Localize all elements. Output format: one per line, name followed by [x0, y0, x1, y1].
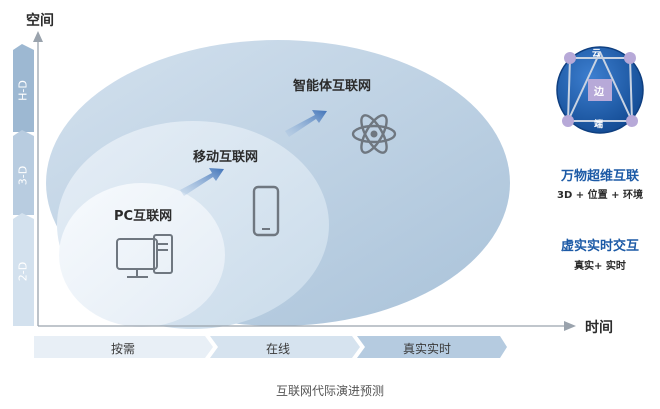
era-label-agent-internet: 智能体互联网 [293, 79, 372, 94]
atom-icon [351, 114, 397, 154]
era-label-pc-internet: PC互联网 [114, 209, 173, 224]
x-axis [38, 321, 576, 331]
x-stage-bands [34, 336, 507, 358]
side-subtitle-realtime-interaction: 真实+ 实时 [574, 261, 626, 272]
device-label: 端 [594, 120, 604, 130]
side-title-realtime-interaction: 虚实实时交互 [560, 239, 639, 254]
cloud-label: 云 [592, 49, 602, 59]
x-stage-online: 在线 [265, 342, 290, 356]
y-axis-label: 空间 [26, 13, 54, 29]
y-level-bands [13, 44, 34, 326]
growth-arrow-1 [180, 168, 224, 196]
y-axis [33, 31, 43, 326]
growth-arrow-2 [285, 110, 327, 137]
smartphone-icon [252, 185, 280, 237]
y-level-2d: 2-D [16, 261, 30, 282]
pc-internet-region [59, 183, 225, 327]
x-axis-label: 时间 [585, 320, 613, 336]
side-title-hyperdimensional: 万物超维互联 [560, 169, 639, 184]
y-level-hd: H-D [16, 80, 30, 101]
desktop-computer-icon [116, 234, 173, 278]
era-label-mobile-internet: 移动互联网 [193, 150, 259, 165]
edge-label: 边 [594, 87, 604, 98]
x-stage-on-demand: 按需 [110, 342, 135, 356]
cloud-edge-device-emblem [556, 46, 644, 134]
x-stage-real-time: 真实实时 [402, 342, 451, 356]
figure-caption: 互联网代际演进预测 [275, 384, 384, 398]
y-level-3d: 3-D [16, 165, 30, 186]
side-subtitle-hyperdimensional: 3D + 位置 + 环境 [557, 190, 643, 201]
